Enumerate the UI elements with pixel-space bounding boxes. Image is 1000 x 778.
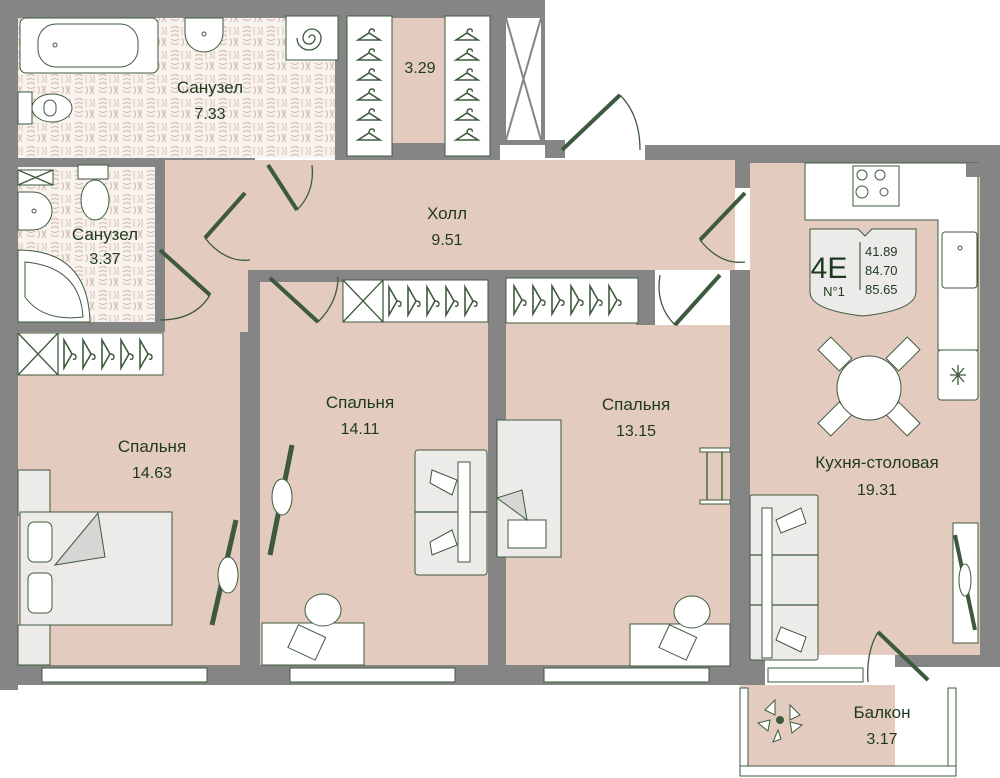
unit-area-with-balcony: 85.65 <box>865 282 898 297</box>
vent-icon <box>17 169 54 186</box>
room-name-balcony: Балкон <box>853 703 910 722</box>
room-name-bedroom-3: Спальня <box>602 395 670 414</box>
unit-badge <box>809 228 917 317</box>
room-area-bathroom-1: 7.33 <box>194 106 225 123</box>
windows <box>41 667 957 777</box>
room-name-hall: Холл <box>427 204 467 223</box>
shelf-icon <box>699 447 731 505</box>
tv-icon <box>952 522 979 644</box>
sink-icon <box>17 191 53 231</box>
room-area-bedroom-3: 13.15 <box>616 423 656 440</box>
single-bed <box>495 419 562 558</box>
unit-area-total: 84.70 <box>865 263 898 278</box>
dining-table <box>817 336 921 437</box>
doors <box>158 93 930 683</box>
toilet-icon <box>77 164 110 221</box>
unit-type: 4E <box>811 252 848 285</box>
room-area-bathroom-2: 3.37 <box>89 251 120 268</box>
room-name-kitchen-dining: Кухня-столовая <box>815 453 938 472</box>
closet-bedroom-2 <box>342 279 489 323</box>
tv-icon <box>267 444 295 556</box>
wardrobe-right <box>444 15 491 157</box>
room-area-hall: 9.51 <box>431 232 462 249</box>
desk <box>629 595 731 667</box>
closet-bedroom-3 <box>505 277 639 324</box>
closet-bedroom-1 <box>17 332 164 376</box>
room-area-kitchen-dining: 19.31 <box>857 482 897 499</box>
wardrobe-left <box>346 15 393 157</box>
room-name-bedroom-1: Спальня <box>118 437 186 456</box>
room-name-bathroom-1: Санузел <box>177 78 243 97</box>
sink-icon <box>184 17 224 53</box>
sofa <box>414 449 488 576</box>
room-area-wardrobe: 3.29 <box>404 60 435 77</box>
desk <box>261 593 365 666</box>
unit-area-living: 41.89 <box>865 244 898 259</box>
room-name-bathroom-2: Санузел <box>72 225 138 244</box>
kitchen-counter <box>804 162 980 401</box>
room-area-bedroom-1: 14.63 <box>132 465 172 482</box>
bathtub <box>19 17 159 74</box>
corner-bathtub <box>17 249 91 323</box>
room-area-bedroom-2: 14.11 <box>341 421 380 438</box>
hall-floor <box>165 160 735 270</box>
sofa <box>749 494 819 661</box>
double-bed <box>17 469 173 666</box>
shaft-icon <box>505 17 542 141</box>
plant-icon <box>756 698 804 743</box>
room-name-bedroom-2: Спальня <box>326 393 394 412</box>
washing-machine-icon <box>285 15 339 61</box>
unit-number: N°1 <box>823 284 845 299</box>
tv-icon <box>209 519 239 626</box>
toilet-icon <box>17 91 73 125</box>
balcony-floor <box>740 685 895 775</box>
room-area-balcony: 3.17 <box>866 731 897 748</box>
